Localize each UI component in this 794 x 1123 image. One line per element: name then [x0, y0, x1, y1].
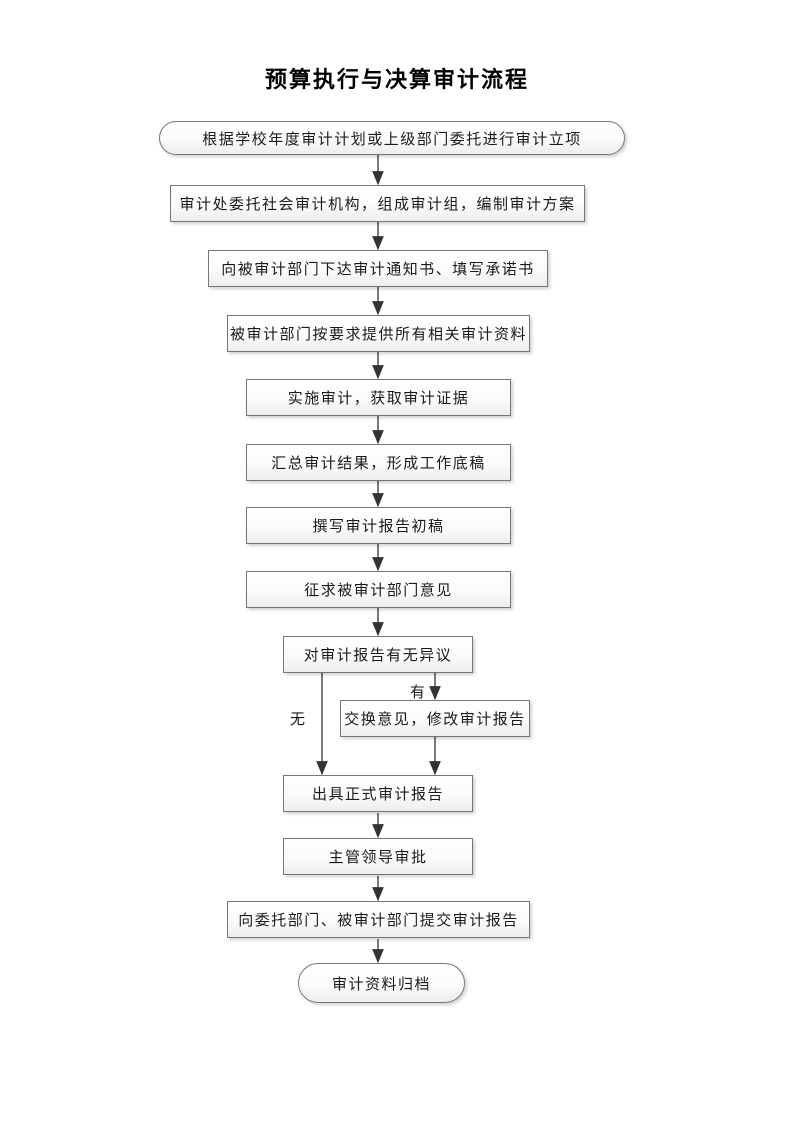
flow-node-form-team: 审计处委托社会审计机构，组成审计组，编制审计方案 [170, 185, 585, 222]
flow-node-solicit-opinions: 征求被审计部门意见 [246, 571, 511, 608]
flow-node-start: 根据学校年度审计计划或上级部门委托进行审计立项 [159, 121, 625, 155]
flow-node-submit-report: 向委托部门、被审计部门提交审计报告 [227, 901, 530, 938]
branch-label-no: 无 [290, 710, 307, 728]
flow-node-implement-audit: 实施审计，获取审计证据 [246, 379, 511, 416]
flow-node-issue-report: 出具正式审计报告 [283, 775, 473, 812]
flow-node-summarize-results: 汇总审计结果，形成工作底稿 [246, 444, 511, 481]
flow-node-leader-approval: 主管领导审批 [283, 838, 473, 875]
page-title: 预算执行与决算审计流程 [264, 68, 529, 93]
flow-node-draft-report: 撰写审计报告初稿 [246, 507, 511, 544]
flow-node-provide-materials: 被审计部门按要求提供所有相关审计资料 [227, 315, 530, 352]
flow-node-archive: 审计资料归档 [298, 963, 465, 1003]
flow-node-notify: 向被审计部门下达审计通知书、填写承诺书 [208, 250, 548, 287]
branch-label-yes: 有 [410, 683, 427, 701]
flow-node-objection-check: 对审计报告有无异议 [283, 636, 473, 673]
flow-node-revise-report: 交换意见，修改审计报告 [340, 700, 530, 737]
